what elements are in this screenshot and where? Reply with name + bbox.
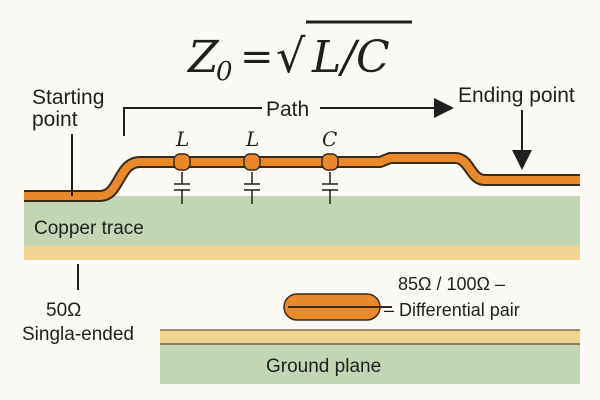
single-ended-label: Singla-ended — [22, 324, 134, 345]
component-capacitor — [321, 153, 339, 204]
differential-impedance: 85Ω / 100Ω – — [398, 274, 505, 294]
component-label-l2: L — [245, 127, 259, 151]
starting-point-label-line2: point — [32, 108, 78, 131]
single-ended-impedance: 50Ω — [46, 300, 81, 321]
formula-radical: √ — [276, 29, 306, 83]
component-label-c: C — [322, 127, 337, 151]
starting-point-label-line1: Starting — [32, 86, 104, 109]
copper-layer-lower — [160, 330, 580, 344]
ground-plane-layer — [160, 344, 580, 384]
ending-point-label: Ending point — [458, 84, 575, 107]
formula-radicand: L/C — [311, 32, 390, 83]
copper-trace-path — [24, 154, 580, 200]
differential-pair-trace — [283, 293, 392, 321]
impedance-formula: Z 0 = √ L/C — [186, 20, 412, 87]
component-label-l1: L — [175, 127, 189, 151]
copper-trace-label: Copper trace — [34, 218, 144, 239]
path-label: Path — [266, 98, 309, 121]
differential-pair-label: – Differential pair — [384, 300, 520, 320]
formula-z: Z — [186, 32, 220, 83]
formula-equals: = — [240, 34, 274, 80]
formula-subscript: 0 — [216, 57, 233, 87]
component-inductor-2 — [243, 153, 261, 204]
substrate-layer — [24, 196, 580, 246]
component-inductor-1 — [173, 153, 191, 204]
path-arrow-left — [123, 107, 262, 136]
ground-plane-label: Ground plane — [266, 356, 381, 377]
copper-layer-upper — [24, 246, 580, 260]
